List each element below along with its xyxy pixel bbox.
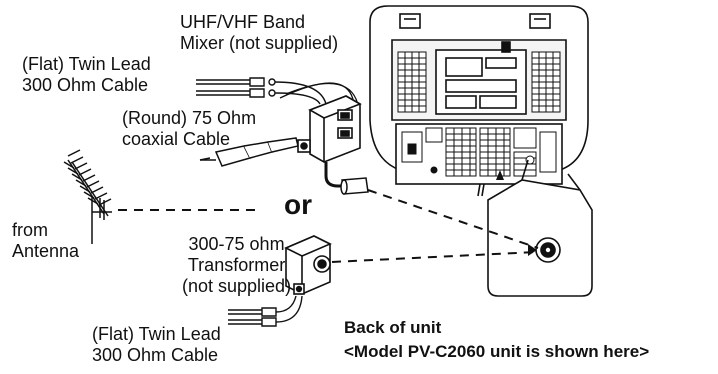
transformer-line-2: Transformer [187,255,286,275]
antenna-terminal-closeup [487,159,593,297]
twin-lead-cable-bottom [228,295,303,327]
from-antenna-line-1: from [12,220,48,240]
antenna-illustration [63,149,112,244]
flat-twin-lead-bottom-label: (Flat) Twin Lead 300 Ohm Cable [92,324,221,366]
model-note-label: <Model PV-C2060 unit is shown here> [344,342,650,361]
round-coax-line-2: coaxial Cable [122,129,231,149]
flat-twin-lead-top-line-1: (Flat) Twin Lead [22,54,151,74]
twin-lead-cable-top [196,77,327,105]
transformer-illustration [284,235,332,295]
coax-plug-to-tv [340,177,369,195]
back-of-unit-label: Back of unit [344,318,442,337]
mixer-label-line-1: UHF/VHF Band [180,12,306,32]
transformer-line-3: (not supplied) [182,276,292,296]
transformer-label: 300-75 ohm Transformer (not supplied) [182,234,291,297]
guide-arrow-to-terminal [528,244,537,256]
flat-twin-lead-top-line-2: 300 Ohm Cable [22,75,149,95]
flat-twin-lead-top-label: (Flat) Twin Lead 300 Ohm Cable [22,54,151,96]
flat-twin-lead-bottom-line-2: 300 Ohm Cable [92,345,219,365]
round-coax-label: (Round) 75 Ohm coaxial Cable [122,108,256,150]
round-coax-line-1: (Round) 75 Ohm [122,108,257,128]
connection-guide-lines [118,189,539,263]
coax-cable-illustration [199,137,299,167]
from-antenna-line-2: Antenna [12,241,80,261]
mixer-label-line-2: Mixer (not supplied) [180,33,339,53]
tv-back-illustration [369,5,589,197]
mixer-label: UHF/VHF Band Mixer (not supplied) [180,12,338,54]
from-antenna-label: from Antenna [12,220,79,262]
or-label: or [284,189,312,220]
flat-twin-lead-bottom-line-1: (Flat) Twin Lead [92,324,221,344]
transformer-line-1: 300-75 ohm [188,234,285,254]
band-mixer-illustration [279,82,362,188]
